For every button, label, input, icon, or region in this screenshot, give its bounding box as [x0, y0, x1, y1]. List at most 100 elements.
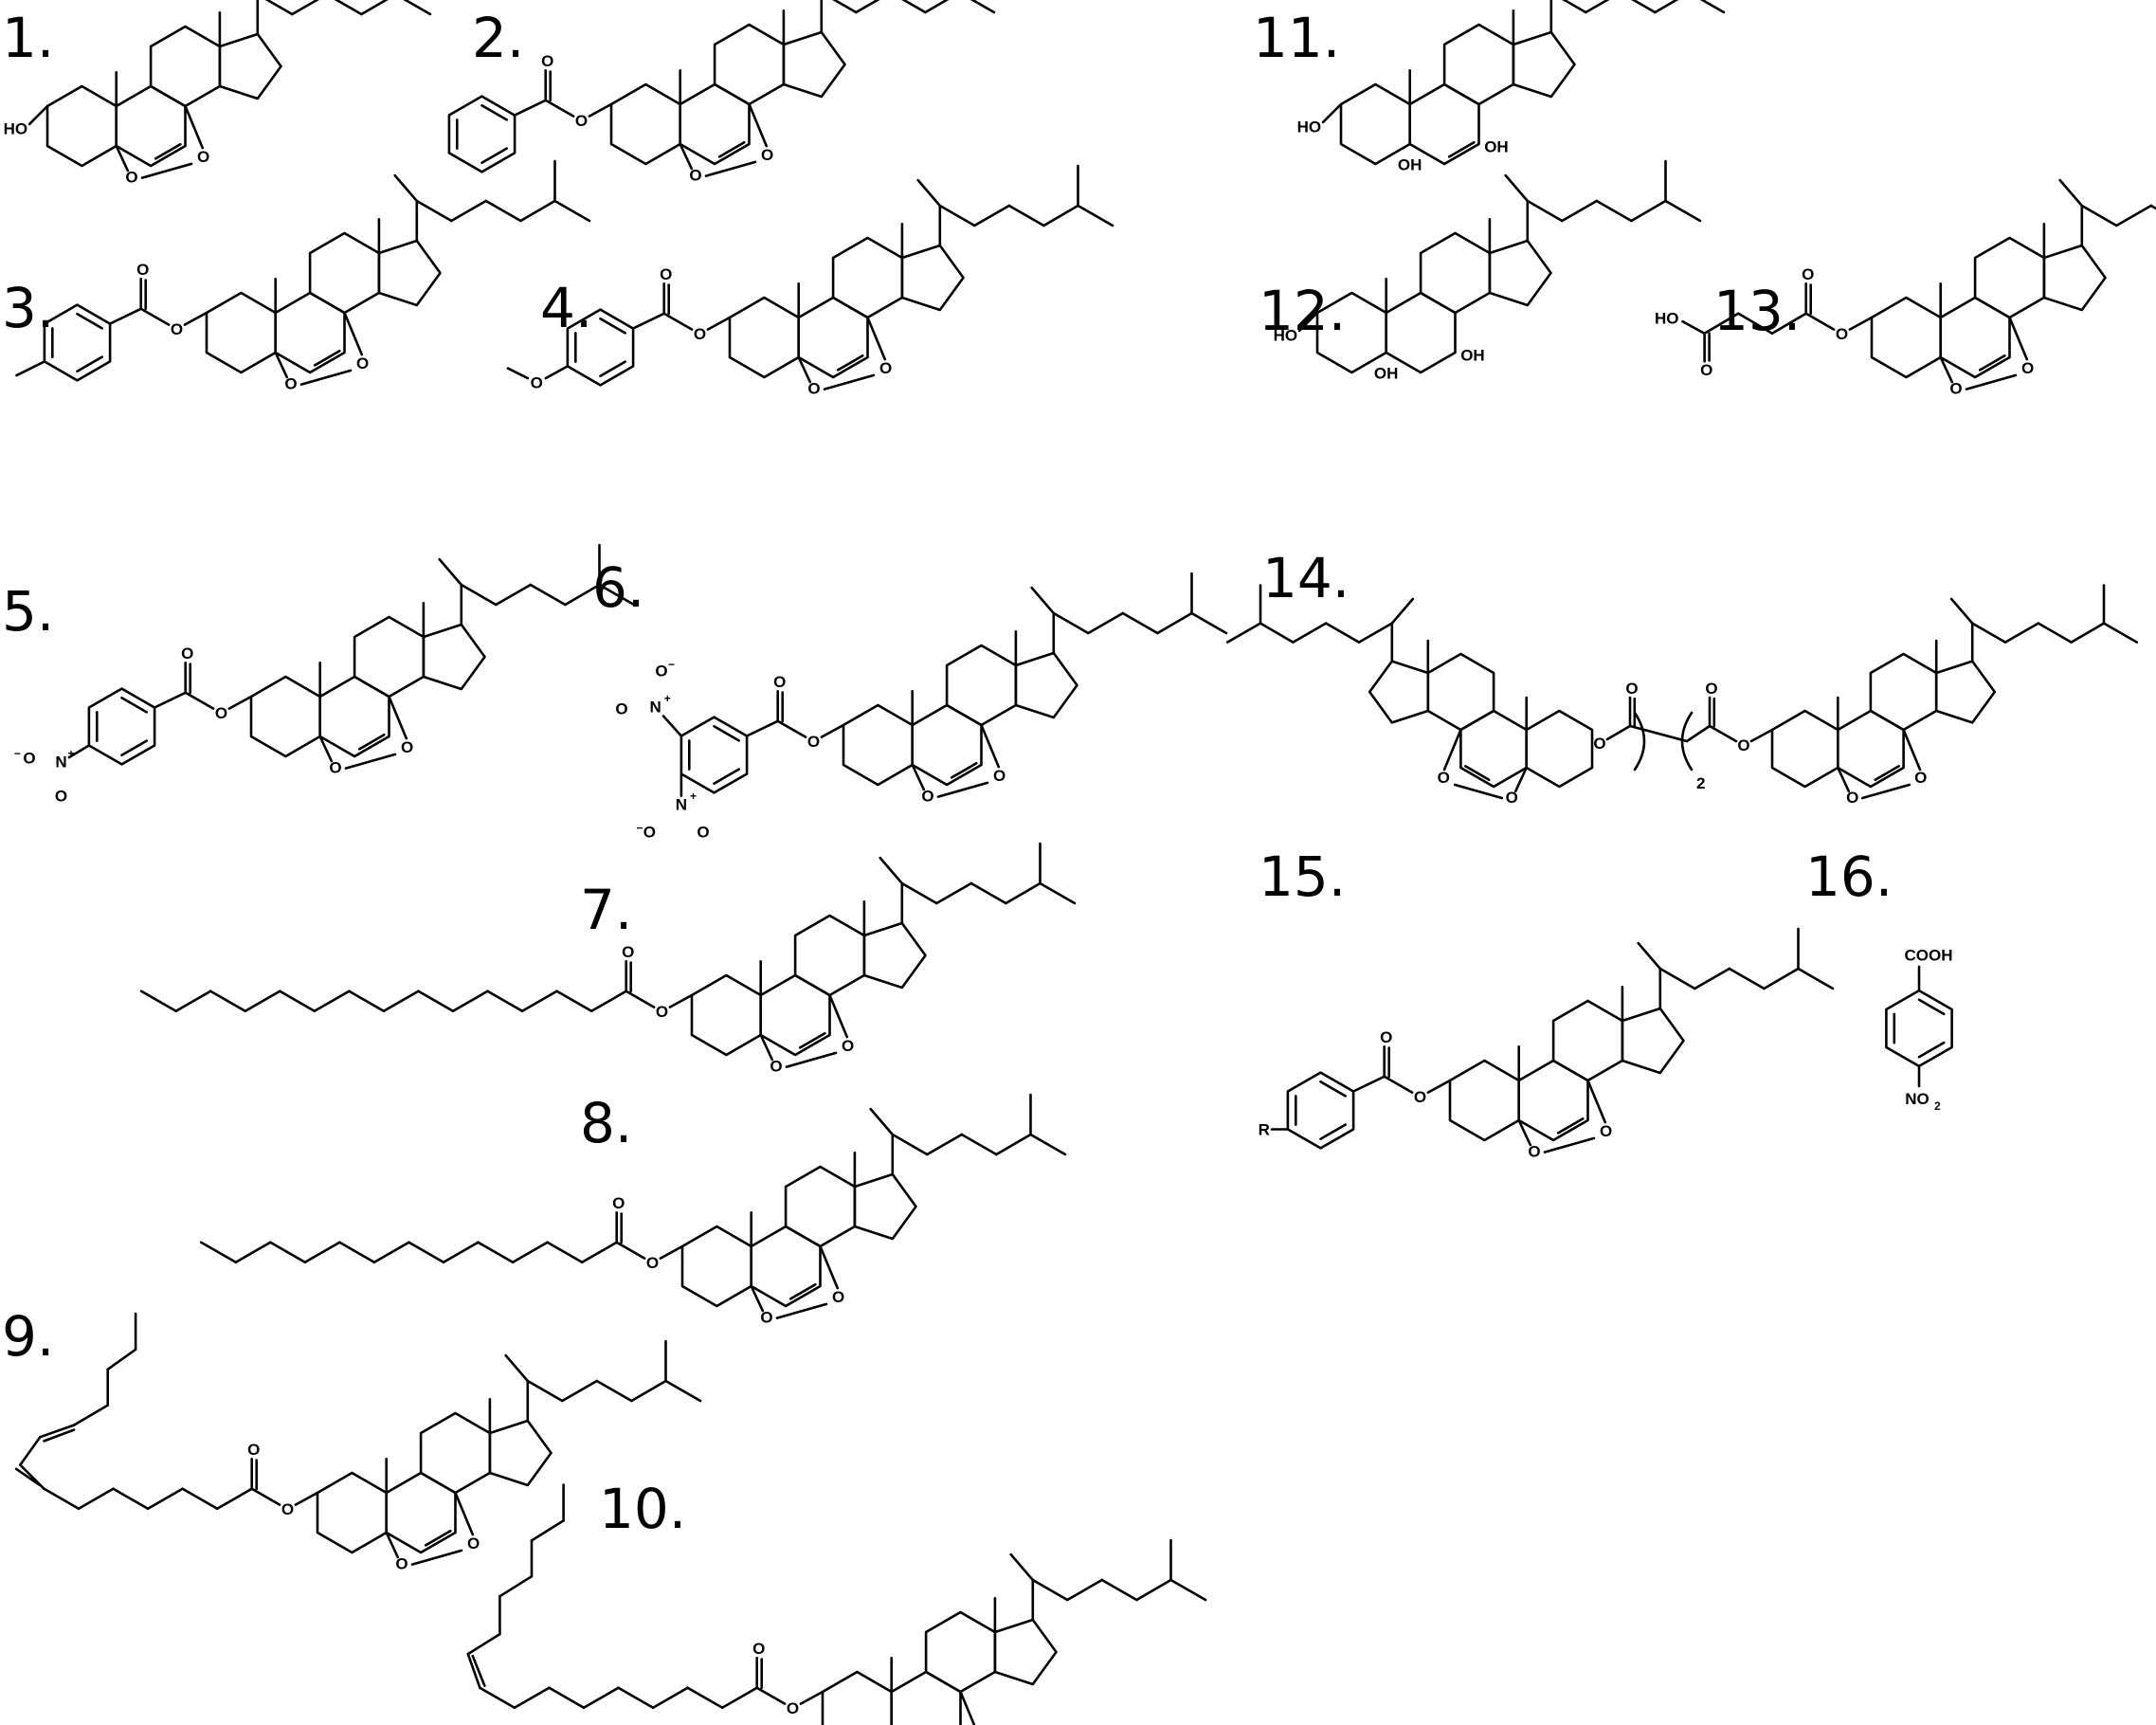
compound-label: 14. [1262, 546, 1350, 610]
oxygen-label: O [921, 788, 933, 806]
hydroxyl-label: HO [4, 119, 28, 137]
compound-label: 3. [2, 276, 54, 340]
ester-oxygen-label: O [215, 704, 227, 722]
hydroxyl-label: OH [1460, 346, 1485, 364]
compound-4: O O O O O [506, 164, 1114, 398]
oxygen-label: O [467, 1534, 480, 1552]
oxygen-label: O [1914, 769, 1927, 787]
oxygen-label: O [993, 767, 1006, 785]
oxygen-label: O [395, 1555, 408, 1573]
oxygen-label: O [125, 169, 137, 187]
compound-16: COOH NO 2 [1885, 947, 1953, 1113]
oxygen-label: O [2021, 359, 2034, 377]
nitro-oxygen-label: O [697, 824, 709, 842]
hydroxyl-label: OH [1484, 137, 1509, 155]
acid-oxygen-label: O [1700, 361, 1712, 379]
carbonyl-oxygen-label: O [1625, 680, 1638, 698]
oxygen-label: O [842, 1037, 854, 1055]
carbonyl-oxygen-label: O [1802, 265, 1814, 283]
compound-11: OH OH HO [1297, 0, 1726, 173]
repeat-count: 2 [1696, 774, 1705, 792]
charge-minus: − [668, 658, 675, 671]
oxygen-label: O [1600, 1122, 1612, 1140]
nitro-nitrogen-label: N [55, 754, 66, 772]
hydroxyl-label: HO [1274, 326, 1298, 344]
compound-14-left-unit: OO [1225, 584, 1594, 807]
compound-label: 5. [2, 579, 54, 644]
oxygen-label: O [1506, 789, 1518, 807]
oxygen-label: O [807, 380, 820, 398]
carbonyl-oxygen-label: O [181, 645, 193, 663]
compound-label: 4. [540, 276, 592, 340]
charge-minus: − [14, 747, 21, 760]
carbonyl-oxygen-label: O [612, 1194, 625, 1212]
carbonyl-oxygen-label: O [752, 1640, 765, 1658]
carbonyl-oxygen-label: O [1380, 1028, 1392, 1046]
compound-label: 6. [592, 555, 644, 620]
oxygen-label: O [689, 167, 701, 185]
ester-oxygen-label: O [646, 1254, 659, 1272]
compound-label: 2. [472, 6, 524, 70]
nitro-oxygen-label: O [643, 824, 656, 842]
nitro-oxygen-label: O [23, 749, 35, 767]
charge-plus: + [664, 692, 671, 705]
compound-label: 1. [2, 6, 54, 70]
oxygen-label: O [761, 146, 773, 164]
ester-oxygen-label: O [787, 1699, 799, 1717]
carbonyl-oxygen-label: O [541, 52, 553, 70]
nitro-label: NO [1905, 1090, 1930, 1108]
methoxy-oxygen-label: O [531, 374, 543, 392]
compound-label: 13. [1713, 279, 1801, 343]
ester-oxygen-label: O [694, 325, 706, 343]
hydroxyl-label: OH [1398, 155, 1422, 173]
carboxyl-label: COOH [1905, 947, 1953, 965]
ester-oxygen-label: O [281, 1500, 294, 1518]
compound-label: 8. [580, 1091, 632, 1155]
oxygen-label: O [1528, 1143, 1540, 1161]
charge-minus: − [636, 821, 643, 834]
ester-oxygen-label: O [807, 733, 820, 751]
r-group-label: R [1259, 1120, 1270, 1138]
compound-label: 7. [580, 878, 632, 942]
compound-3: O O O O [15, 159, 591, 393]
carbonyl-oxygen-label: O [1705, 680, 1717, 698]
nitro-oxygen-label: O [655, 663, 667, 681]
ester-oxygen-label: O [1593, 735, 1605, 753]
ester-oxygen-label: O [1737, 736, 1749, 754]
oxygen-label: O [879, 359, 892, 377]
carbonyl-oxygen-label: O [136, 261, 149, 279]
carbonyl-oxygen-label: O [622, 943, 634, 961]
carbonyl-oxygen-label: O [660, 265, 672, 283]
oxygen-label: O [760, 1309, 772, 1327]
acid-hydroxyl-label: HO [1655, 309, 1679, 327]
oxygen-label: O [284, 375, 297, 393]
ester-oxygen-label: O [575, 112, 588, 130]
compound-9: O O O O [14, 1312, 702, 1573]
compound-label: 15. [1259, 844, 1346, 909]
nitro-oxygen-label: O [615, 699, 627, 717]
carbonyl-oxygen-label: O [247, 1441, 260, 1459]
hydroxyl-label: HO [1297, 118, 1322, 136]
oxygen-label: O [329, 759, 341, 777]
nitro-subscript: 2 [1934, 1099, 1941, 1113]
charge-plus: + [690, 790, 697, 803]
oxygen-label: O [832, 1288, 844, 1306]
nitro-oxygen-label: O [55, 787, 67, 805]
charge-plus: + [68, 747, 75, 760]
oxygen-label: O [770, 1058, 782, 1076]
compound-8: O O O O [199, 1093, 1067, 1327]
oxygen-label: O [356, 354, 369, 372]
oxygen-label: O [1438, 769, 1450, 787]
hydroxyl-label: OH [1374, 364, 1399, 382]
ester-oxygen-label: O [1836, 325, 1848, 343]
compound-label: 10. [599, 1477, 686, 1541]
compound-label: 12. [1259, 279, 1346, 343]
